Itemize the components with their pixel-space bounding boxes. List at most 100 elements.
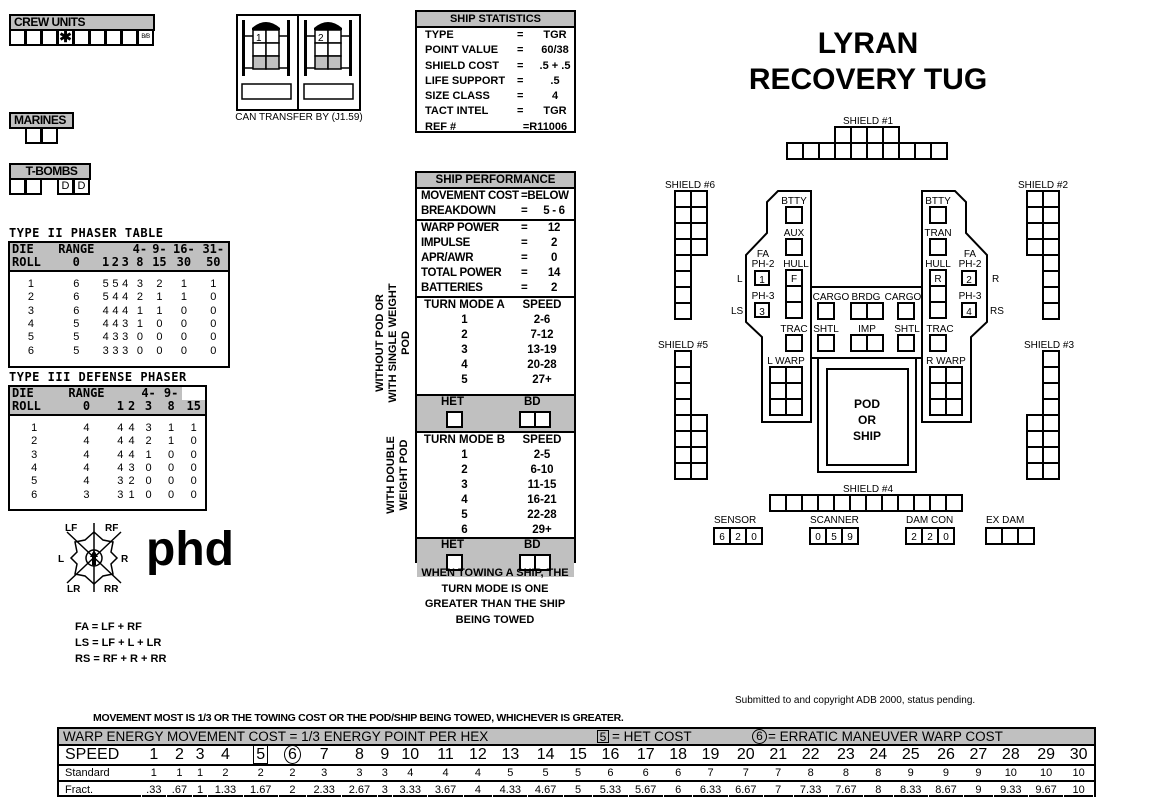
shield-3-box[interactable] — [1042, 398, 1060, 416]
track-box[interactable] — [985, 527, 1003, 545]
shield-2-box[interactable] — [1042, 238, 1060, 256]
phaser-2-box[interactable]: 2 — [961, 270, 977, 286]
cargo-box[interactable] — [817, 302, 835, 320]
shield-6-box[interactable] — [674, 190, 692, 208]
shield-1-box[interactable] — [850, 142, 868, 160]
track-box[interactable]: 0 — [745, 527, 763, 545]
crew-unit-box[interactable] — [121, 29, 138, 46]
shield-4-box[interactable] — [785, 494, 803, 512]
shield-4-box[interactable] — [849, 494, 867, 512]
right-warp-box[interactable] — [945, 366, 963, 384]
shield-1-box[interactable] — [834, 126, 852, 144]
shield-5-box[interactable] — [674, 414, 692, 432]
bd-box[interactable] — [534, 554, 551, 571]
shield-3-box[interactable] — [1042, 382, 1060, 400]
track-box[interactable]: 2 — [921, 527, 939, 545]
shield-1-box[interactable] — [802, 142, 820, 160]
shield-1-box[interactable] — [850, 126, 868, 144]
shield-1-box[interactable] — [786, 142, 804, 160]
phaser-4-box[interactable]: 4 — [961, 302, 977, 318]
track-box[interactable]: 6 — [713, 527, 731, 545]
shield-6-box[interactable] — [674, 238, 692, 256]
left-warp-box[interactable] — [785, 382, 803, 400]
left-warp-box[interactable] — [785, 398, 803, 416]
forward-hull-box[interactable]: F — [785, 269, 803, 287]
crew-unit-box[interactable] — [25, 29, 42, 46]
phaser-1-box[interactable]: 1 — [754, 270, 770, 286]
shield-4-box[interactable] — [945, 494, 963, 512]
shield-2-box[interactable] — [1042, 190, 1060, 208]
shield-3-box[interactable] — [1026, 430, 1044, 448]
shield-2-box[interactable] — [1042, 254, 1060, 272]
shield-5-box[interactable] — [674, 350, 692, 368]
shield-1-box[interactable] — [866, 142, 884, 160]
shield-1-box[interactable] — [834, 142, 852, 160]
left-warp-box[interactable] — [769, 398, 787, 416]
right-warp-box[interactable] — [929, 398, 947, 416]
track-box[interactable]: 5 — [825, 527, 843, 545]
rear-hull-box[interactable] — [929, 285, 947, 303]
tbomb-box[interactable] — [9, 178, 26, 195]
shield-4-box[interactable] — [817, 494, 835, 512]
track-box[interactable]: 2 — [729, 527, 747, 545]
crew-unit-box[interactable] — [105, 29, 122, 46]
shield-3-box[interactable] — [1042, 366, 1060, 384]
cargo-box[interactable] — [897, 302, 915, 320]
crew-unit-box[interactable] — [41, 29, 58, 46]
shield-3-box[interactable] — [1026, 446, 1044, 464]
shield-5-box[interactable] — [674, 366, 692, 384]
shield-4-box[interactable] — [881, 494, 899, 512]
shield-2-box[interactable] — [1042, 302, 1060, 320]
shield-4-box[interactable] — [801, 494, 819, 512]
crew-unit-box[interactable] — [89, 29, 106, 46]
shield-5-box[interactable] — [690, 462, 708, 480]
shield-1-box[interactable] — [882, 126, 900, 144]
shield-2-box[interactable] — [1026, 190, 1044, 208]
tbomb-box[interactable]: D — [73, 178, 90, 195]
aux-control-box[interactable] — [785, 238, 803, 256]
forward-hull-box[interactable] — [785, 285, 803, 303]
shield-3-box[interactable] — [1042, 446, 1060, 464]
crew-unit-box[interactable] — [73, 29, 90, 46]
pod-status-box[interactable] — [241, 83, 292, 100]
shield-3-box[interactable] — [1042, 414, 1060, 432]
het-box[interactable] — [446, 411, 463, 428]
shield-4-box[interactable] — [913, 494, 931, 512]
crew-unit-box[interactable] — [9, 29, 26, 46]
phaser-3-box[interactable]: 3 — [754, 302, 770, 318]
crew-unit-box[interactable]: ✱ — [57, 29, 74, 46]
right-warp-box[interactable] — [929, 382, 947, 400]
shield-2-box[interactable] — [1026, 238, 1044, 256]
tbomb-box[interactable]: D — [57, 178, 74, 195]
shield-5-box[interactable] — [674, 430, 692, 448]
shield-1-box[interactable] — [882, 142, 900, 160]
shield-6-box[interactable] — [674, 302, 692, 320]
shield-6-box[interactable] — [690, 238, 708, 256]
shield-1-box[interactable] — [866, 126, 884, 144]
marine-box[interactable] — [25, 127, 42, 144]
rear-hull-box[interactable] — [929, 301, 947, 319]
shield-2-box[interactable] — [1042, 286, 1060, 304]
shield-6-box[interactable] — [674, 206, 692, 224]
shield-6-box[interactable] — [690, 190, 708, 208]
shield-3-box[interactable] — [1042, 350, 1060, 368]
shield-6-box[interactable] — [674, 222, 692, 240]
shield-1-box[interactable] — [914, 142, 932, 160]
impulse-box[interactable] — [866, 334, 884, 352]
shield-3-box[interactable] — [1026, 414, 1044, 432]
pod-status-box[interactable] — [303, 83, 354, 100]
shuttle-box[interactable] — [817, 334, 835, 352]
shield-1-box[interactable] — [818, 142, 836, 160]
shield-4-box[interactable] — [865, 494, 883, 512]
shield-3-box[interactable] — [1042, 430, 1060, 448]
impulse-box[interactable] — [850, 334, 868, 352]
shield-5-box[interactable] — [674, 462, 692, 480]
shield-2-box[interactable] — [1042, 270, 1060, 288]
rear-hull-box[interactable]: R — [929, 269, 947, 287]
shield-1-box[interactable] — [930, 142, 948, 160]
shield-4-box[interactable] — [897, 494, 915, 512]
left-warp-box[interactable] — [769, 366, 787, 384]
shield-5-box[interactable] — [674, 398, 692, 416]
shield-2-box[interactable] — [1042, 222, 1060, 240]
crew-unit-box[interactable]: B/B — [137, 29, 154, 46]
